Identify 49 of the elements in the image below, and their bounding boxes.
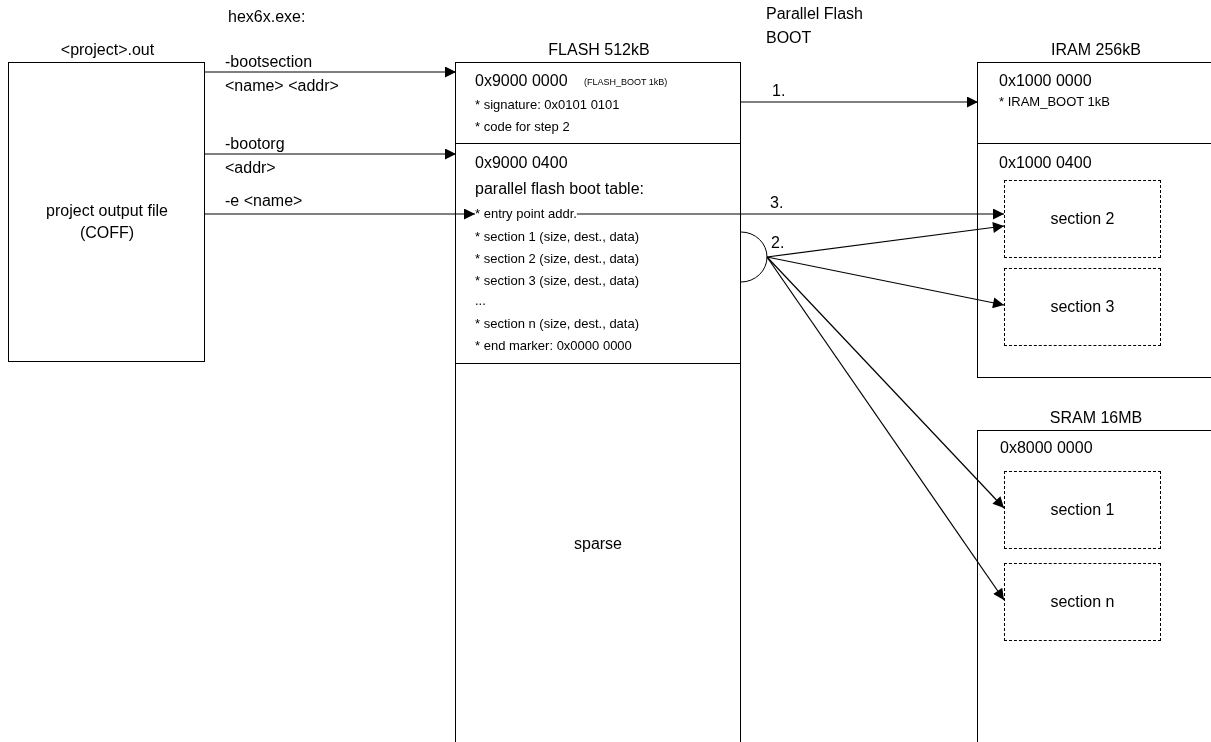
edge-label: 1.	[772, 82, 786, 101]
memory-title: FLASH 512kB	[547, 41, 651, 60]
section-box	[1004, 180, 1161, 258]
arrow	[576, 208, 1005, 220]
ellipsis: ...	[475, 294, 486, 309]
memory-title: SRAM 16MB	[1048, 409, 1144, 428]
arrow	[766, 256, 1005, 309]
list-item: * section n (size, dest., data)	[475, 317, 640, 332]
edge-label: 3.	[770, 194, 784, 213]
file-name: <project>.out	[59, 41, 156, 60]
arrow	[204, 208, 476, 220]
edge-label: -e <name>	[225, 192, 303, 211]
list-item: * code for step 2	[475, 120, 570, 135]
section-label: section 2	[1049, 210, 1116, 229]
section-box	[1004, 563, 1161, 641]
arrow	[766, 221, 1005, 258]
arrow	[766, 256, 1005, 509]
table-title: parallel flash boot table:	[475, 180, 644, 199]
address-label: 0x1000 0400	[999, 154, 1092, 173]
file-description: project output file (COFF)	[45, 201, 169, 243]
section-label: section 1	[1049, 501, 1116, 520]
arrow	[204, 148, 457, 160]
list-item: * signature: 0x0101 0101	[475, 98, 620, 113]
region-note: (FLASH_BOOT 1kB)	[584, 77, 668, 88]
section-label: section n	[1049, 593, 1116, 612]
memory-title: IRAM 256kB	[1050, 41, 1142, 60]
entry-point-item: * entry point addr.	[475, 207, 577, 222]
section-box	[1004, 268, 1161, 346]
edge-label: -bootsection <name> <addr>	[225, 52, 340, 96]
section-box	[1004, 471, 1161, 549]
address-label: 0x8000 0000	[1000, 439, 1093, 458]
edge-label: -bootorg <addr>	[225, 134, 286, 178]
list-item: * section 3 (size, dest., data)	[475, 274, 640, 289]
arrow	[739, 96, 979, 108]
section-label: section 3	[1049, 298, 1116, 317]
address-label: 0x1000 0000	[999, 72, 1092, 91]
arrow	[766, 256, 1005, 601]
arrow	[204, 66, 457, 78]
annotation-text: Parallel Flash BOOT	[766, 4, 864, 48]
list-item: * section 1 (size, dest., data)	[475, 230, 640, 245]
list-item: * IRAM_BOOT 1kB	[999, 95, 1110, 110]
annotation-text: hex6x.exe:	[228, 8, 306, 27]
list-item: * section 2 (size, dest., data)	[475, 252, 640, 267]
list-item: * end marker: 0x0000 0000	[475, 339, 632, 354]
half-circle-junction	[741, 232, 767, 282]
region-label: sparse	[573, 535, 623, 554]
address-label: 0x9000 0000	[475, 72, 568, 91]
address-label: 0x9000 0400	[475, 154, 568, 173]
edge-label: 2.	[771, 234, 785, 253]
